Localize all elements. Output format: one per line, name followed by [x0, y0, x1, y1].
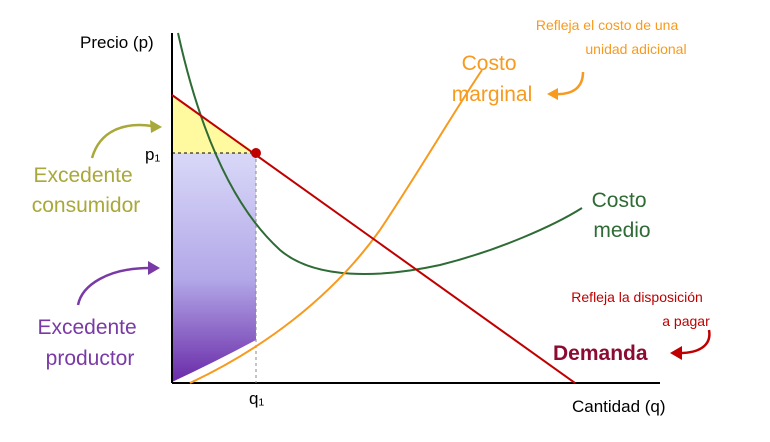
consumer-surplus-arrow-head — [150, 120, 162, 133]
average-cost-label-line2: medio — [593, 219, 650, 242]
y-axis-label: Precio (p) — [80, 33, 154, 52]
marginal-note-arrow-head — [547, 88, 558, 100]
demand-note-arrow-head — [670, 346, 682, 360]
marginal-cost-label-line1: Costo — [462, 52, 517, 75]
producer-surplus-arrow — [76, 266, 151, 306]
consumer-surplus-arrow — [90, 123, 153, 159]
producer-surplus-label-line1: Excedente — [37, 316, 136, 339]
consumer-surplus-label: Excedente consumidor — [32, 164, 141, 217]
equilibrium-point — [251, 148, 261, 158]
producer-surplus-area — [172, 153, 256, 382]
producer-surplus-label: Excedente productor — [37, 316, 142, 370]
demand-label: Demanda — [553, 342, 648, 365]
producer-surplus-arrow-head — [148, 261, 160, 275]
x-axis-label: Cantidad (q) — [572, 397, 666, 416]
demand-note-line1: Refleja la disposición — [571, 289, 703, 305]
q1-tick-label: q₁ — [249, 389, 264, 408]
average-cost-label: Costo medio — [592, 189, 653, 242]
consumer-surplus-label-line2: consumidor — [32, 194, 141, 217]
consumer-surplus-label-line1: Excedente — [33, 164, 132, 187]
average-cost-curve — [177, 32, 583, 275]
marginal-note: Refleja el costo de una unidad adicional — [536, 17, 687, 57]
marginal-cost-curve — [189, 69, 483, 384]
demand-note-arrow — [679, 329, 711, 355]
demand-curve — [171, 94, 576, 384]
marginal-note-arrow — [554, 71, 585, 96]
marginal-cost-label-line2: marginal — [452, 83, 533, 106]
marginal-note-line1: Refleja el costo de una — [536, 17, 679, 33]
p1-tick-label: p₁ — [145, 145, 160, 164]
average-cost-label-line1: Costo — [592, 189, 647, 212]
marginal-cost-label: Costo marginal — [452, 52, 533, 106]
demand-note-line2: a pagar — [662, 313, 710, 329]
marginal-note-line2: unidad adicional — [585, 41, 686, 57]
demand-note: Refleja la disposición a pagar — [571, 289, 710, 329]
producer-surplus-label-line2: productor — [46, 347, 135, 370]
